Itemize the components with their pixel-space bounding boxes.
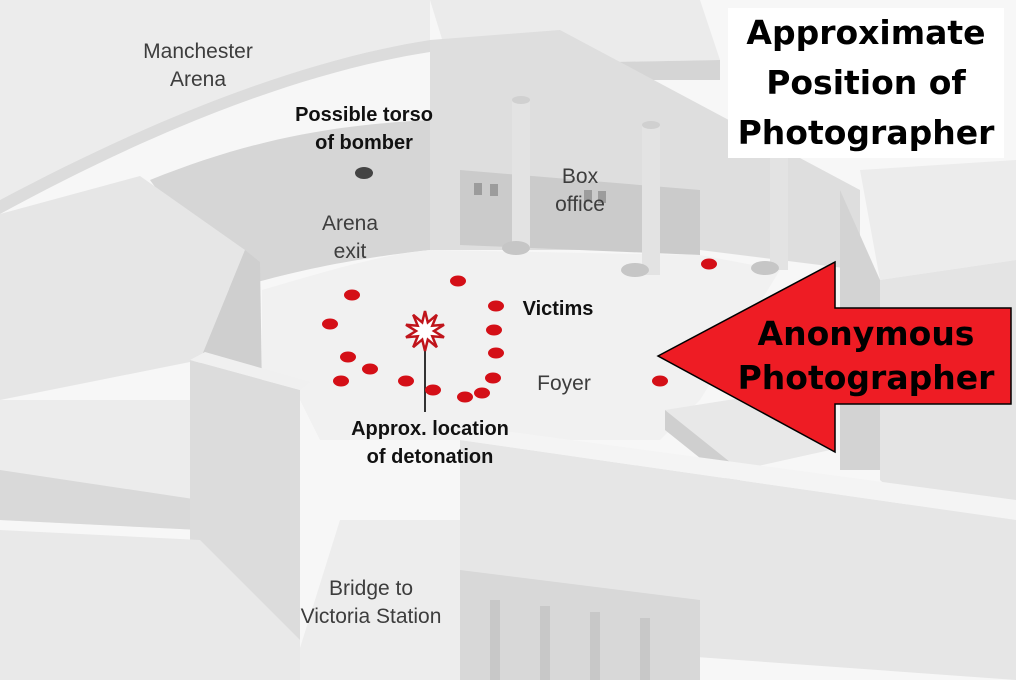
victim-dot bbox=[322, 318, 338, 330]
victim-dot bbox=[333, 375, 349, 387]
window bbox=[598, 191, 606, 203]
victim-dot bbox=[488, 347, 504, 359]
bridge-support bbox=[490, 600, 500, 680]
victim-dot bbox=[701, 258, 717, 270]
bridge-label: Bridge to Victoria Station bbox=[276, 575, 466, 631]
victims-label: Victims bbox=[522, 298, 594, 320]
column bbox=[770, 150, 788, 270]
column-base bbox=[751, 261, 779, 275]
label-line: exit bbox=[333, 240, 367, 263]
stair-block bbox=[665, 395, 830, 470]
victim-dot bbox=[425, 384, 441, 396]
column-base bbox=[502, 241, 530, 255]
victim-dot bbox=[474, 387, 490, 399]
detonation-burst bbox=[405, 310, 445, 352]
arena-roof bbox=[0, 0, 430, 200]
arena-roof-edge bbox=[0, 40, 430, 214]
bridge-support bbox=[540, 606, 550, 680]
bridge-support bbox=[590, 612, 600, 680]
label-line: Arena bbox=[321, 212, 379, 235]
bridge-deck bbox=[290, 520, 460, 680]
foyer-floor bbox=[262, 250, 780, 440]
window bbox=[474, 183, 482, 195]
arrow-label-line: Photographer bbox=[737, 358, 995, 397]
front-right-wall-top bbox=[460, 425, 1016, 520]
right-building-top bbox=[860, 160, 1016, 280]
victim-dot bbox=[450, 275, 466, 287]
column bbox=[642, 125, 660, 275]
left-wing-top bbox=[0, 176, 245, 400]
victim-dot bbox=[485, 372, 501, 384]
bridge-support bbox=[640, 618, 650, 680]
arena-exit-label: Arena exit bbox=[300, 210, 400, 266]
column bbox=[512, 100, 530, 250]
front-left-wall-top bbox=[190, 352, 310, 390]
label-line: Possible torso bbox=[295, 104, 433, 126]
label-line: of bomber bbox=[315, 132, 413, 154]
column-top bbox=[642, 121, 660, 129]
possible-torso-label: Possible torso of bomber bbox=[276, 101, 452, 157]
label-line: office bbox=[555, 193, 605, 216]
label-line: Bridge to bbox=[328, 577, 414, 600]
burst-star bbox=[405, 310, 445, 352]
arrow-label: Anonymous Photographer bbox=[726, 312, 1006, 400]
lower-left-ground bbox=[0, 530, 300, 680]
victim-dot bbox=[340, 351, 356, 363]
label-line: Manchester bbox=[143, 40, 253, 63]
victim-dot bbox=[398, 375, 414, 387]
torso-dot bbox=[355, 167, 373, 179]
foyer-label: Foyer bbox=[537, 372, 591, 395]
label-line: Box bbox=[561, 165, 599, 188]
arrow-label-line: Anonymous bbox=[757, 314, 975, 353]
label-line: Victoria Station bbox=[300, 605, 442, 628]
victim-dot bbox=[457, 391, 473, 403]
label-line: Arena bbox=[169, 68, 227, 91]
victim-dots bbox=[322, 258, 717, 403]
title-line: Approximate bbox=[746, 13, 986, 52]
column-base bbox=[621, 263, 649, 277]
label-line: of detonation bbox=[366, 446, 494, 468]
arrow-shape bbox=[656, 260, 1012, 454]
title-line: Position of bbox=[766, 63, 966, 102]
photographer-position-title: Approximate Position of Photographer bbox=[728, 8, 1004, 158]
detonation-label: Approx. location of detonation bbox=[332, 415, 528, 471]
victim-dot bbox=[486, 324, 502, 336]
left-lower-wall bbox=[0, 470, 200, 530]
title-line: Photographer bbox=[737, 113, 995, 152]
column-top bbox=[512, 96, 530, 104]
victim-dot bbox=[344, 289, 360, 301]
box-office-label: Box office bbox=[540, 163, 620, 219]
label-line: Approx. location bbox=[351, 418, 509, 440]
victim-dot bbox=[652, 375, 668, 387]
photographer-arrow bbox=[656, 260, 1012, 454]
manchester-arena-label: Manchester Arena bbox=[120, 38, 276, 94]
victim-dot bbox=[362, 363, 378, 375]
torso-marker bbox=[355, 167, 373, 179]
window bbox=[584, 190, 592, 202]
victim-dot bbox=[488, 300, 504, 312]
window bbox=[490, 184, 498, 196]
